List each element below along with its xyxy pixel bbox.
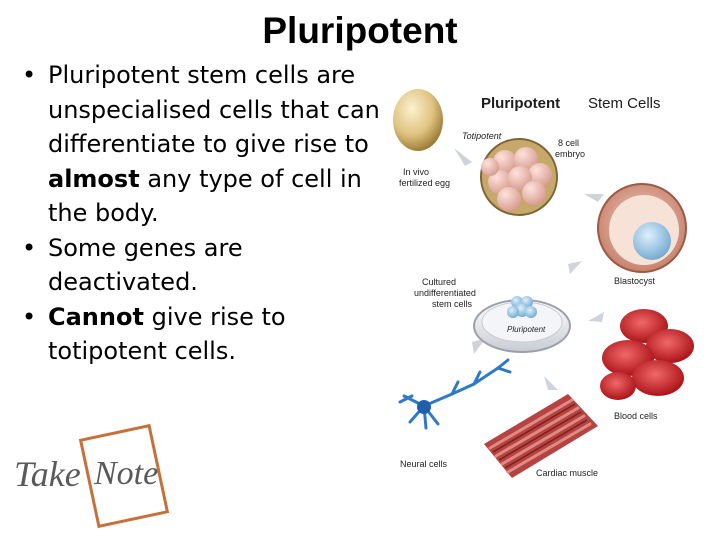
label-embryo: embryo: [555, 149, 585, 159]
cycle-arrows: [454, 148, 604, 390]
bullet-text: Pluripotent stem cells are unspecialised…: [48, 61, 380, 158]
bullet-item: Some genes are deactivated.: [22, 231, 394, 300]
label-totipotent: Totipotent: [462, 131, 502, 141]
diagram-title: Stem Cells: [588, 95, 661, 112]
arrow-icon: [568, 261, 582, 274]
arrow-icon: [544, 376, 558, 390]
arrow-icon: [454, 148, 472, 166]
embryo-cells: [481, 147, 552, 211]
label-8-cell: 8 cell: [558, 138, 579, 148]
fertilized-egg-icon: [393, 89, 443, 151]
bullet-bold-text: almost: [48, 164, 140, 193]
label-blastocyst: Blastocyst: [614, 276, 656, 286]
label-in-vivo: In vivo: [403, 167, 429, 177]
diagram-title-bold: Pluripotent: [481, 95, 560, 112]
label-cultured: Cultured: [422, 277, 456, 287]
bullet-item: Pluripotent stem cells are unspecialised…: [22, 58, 394, 231]
label-pluripotent: Pluripotent: [507, 325, 546, 334]
neuron-icon: [398, 358, 512, 430]
blood-cells-icon: [600, 309, 694, 400]
inner-cell-mass-icon: [633, 222, 671, 260]
label-undifferentiated: undifferentiated: [414, 288, 476, 298]
label-fertilized-egg: fertilized egg: [399, 178, 450, 188]
neuron-body-icon: [417, 400, 431, 414]
label-neural-cells: Neural cells: [400, 459, 448, 469]
bullet-text: give rise to totipotent cells.: [48, 302, 286, 366]
arrow-icon: [584, 194, 604, 202]
take-note-logo: Take Note: [14, 423, 170, 529]
note-card-icon: [78, 423, 170, 529]
label-blood-cells: Blood cells: [614, 411, 658, 421]
label-stem-cells: stem cells: [432, 299, 473, 309]
bullet-item: Cannot give rise to totipotent cells.: [22, 300, 394, 369]
cardiac-muscle-icon: [484, 394, 598, 478]
logo-text-take: Take: [14, 454, 81, 494]
slide-title: Pluripotent: [262, 10, 458, 51]
bullet-list: Pluripotent stem cells are unspecialised…: [22, 58, 394, 369]
stem-cell-diagram: Pluripotent Stem Cells: [393, 89, 694, 478]
bullet-bold-text: Cannot: [48, 302, 144, 331]
bullet-text: Some genes are deactivated.: [48, 233, 243, 297]
bullet-text: any type of cell in the body.: [48, 164, 362, 228]
label-cardiac-muscle: Cardiac muscle: [536, 468, 598, 478]
arrow-icon: [588, 312, 604, 322]
logo-text-note: Note: [93, 455, 158, 492]
stem-cell-cluster-icon: [507, 296, 537, 318]
